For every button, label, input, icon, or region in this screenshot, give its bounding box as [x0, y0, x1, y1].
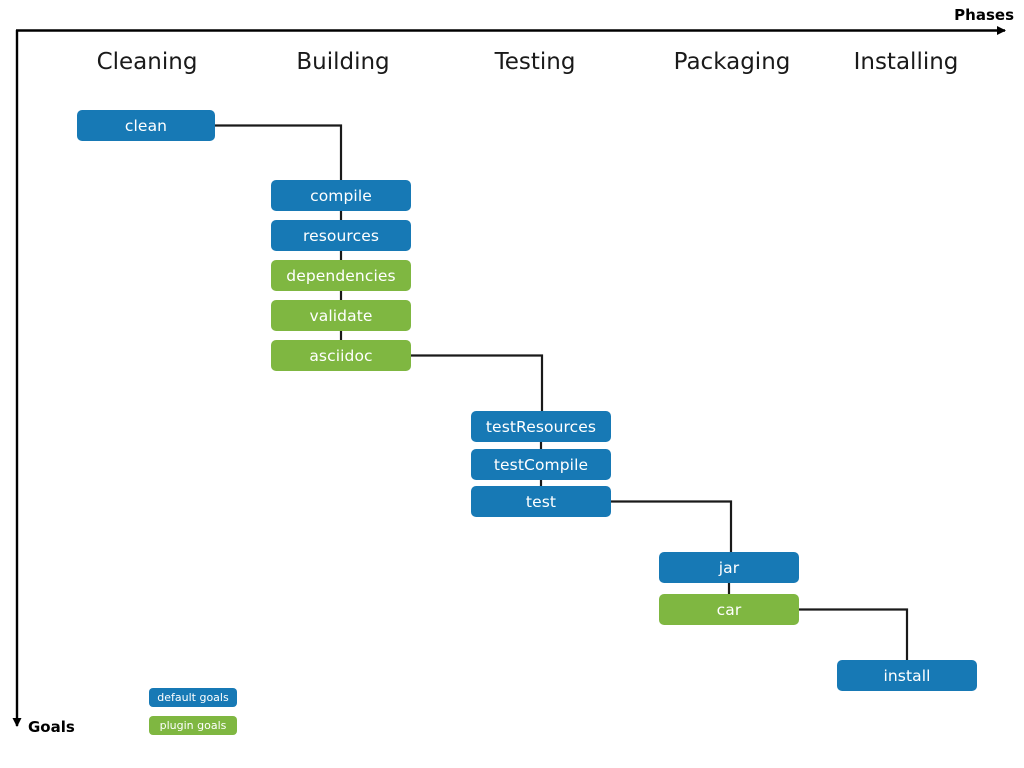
connector-test-jar	[611, 500, 733, 552]
phase-header-testing: Testing	[494, 49, 576, 75]
goal-box-testcompile[interactable]: testCompile	[471, 449, 611, 480]
phase-header-building: Building	[296, 49, 390, 75]
goal-box-car[interactable]: car	[659, 594, 799, 625]
connector-asciidoc-testresources	[411, 354, 544, 411]
connector-car-install	[799, 608, 909, 660]
connector-clean-compile	[215, 124, 343, 180]
goal-box-dependencies[interactable]: dependencies	[271, 260, 411, 291]
goal-box-resources[interactable]: resources	[271, 220, 411, 251]
phase-header-packaging: Packaging	[673, 49, 791, 75]
goal-box-compile[interactable]: compile	[271, 180, 411, 211]
phase-header-cleaning: Cleaning	[96, 49, 198, 75]
goal-box-test[interactable]: test	[471, 486, 611, 517]
legend-item-plugin: plugin goals	[149, 716, 237, 735]
goal-box-testresources[interactable]: testResources	[471, 411, 611, 442]
goals-axis-label: Goals	[28, 718, 75, 736]
goal-box-jar[interactable]: jar	[659, 552, 799, 583]
goal-box-install[interactable]: install	[837, 660, 977, 691]
goal-box-clean[interactable]: clean	[77, 110, 215, 141]
phases-axis-label: Phases	[954, 6, 1014, 24]
goal-box-asciidoc[interactable]: asciidoc	[271, 340, 411, 371]
goal-box-validate[interactable]: validate	[271, 300, 411, 331]
legend-item-default: default goals	[149, 688, 237, 707]
phase-header-installing: Installing	[853, 49, 959, 75]
